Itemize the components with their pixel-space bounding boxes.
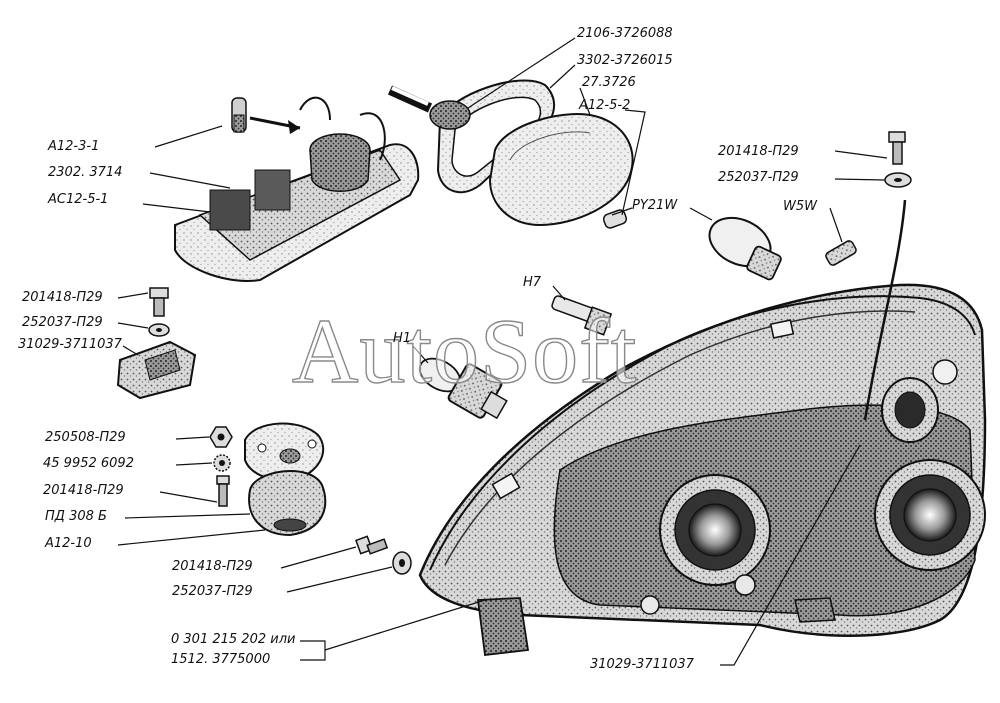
- label-bulb-w5w: W5W: [783, 199, 817, 214]
- bulb-a12-5-2: [602, 209, 628, 229]
- wire-line: [863, 199, 907, 421]
- autosoft-watermark: AutoSoft: [291, 299, 638, 402]
- label-frame-3302: 3302-3726015: [577, 53, 673, 68]
- label-bracket-bottom: 31029-3711037: [590, 657, 694, 672]
- label-ring-2106: 2106-3726088: [577, 26, 673, 41]
- label-washer-lock: 45 9952 6092: [43, 456, 134, 471]
- label-lamp-pd: ПД 308 Б: [45, 509, 107, 524]
- label-bracket-left: 31029-3711037: [18, 337, 122, 352]
- headlamp-housing: [418, 283, 987, 656]
- bulb-h1: [418, 357, 508, 420]
- label-bolt-mid: 201418-П29: [43, 483, 124, 498]
- label-bulb-a12-5-2: A12-5-2: [579, 98, 631, 113]
- side-repeater-assembly: [387, 79, 634, 227]
- label-lamp-27: 27.3726: [582, 75, 636, 90]
- bulb-py21w: [708, 216, 782, 281]
- label-bulb-h1: H1: [393, 331, 412, 346]
- label-bolt-bottom: 201418-П29: [172, 559, 253, 574]
- label-corrector-line1: 0 301 215 202 или: [171, 632, 296, 647]
- bulb-a12-3-1: [231, 97, 247, 133]
- label-board-2302: 2302. 3714: [48, 165, 123, 180]
- label-corrector-line2: 1512. 3775000: [171, 652, 271, 667]
- control-board: [174, 96, 420, 282]
- bolt-washer-top: [884, 131, 912, 188]
- label-washer-bottom: 252037-П29: [172, 584, 253, 599]
- label-bulb-a12-10: A12-10: [45, 536, 92, 551]
- label-nut: 250508-П29: [45, 430, 126, 445]
- lamp-pd308b-assembly: [209, 422, 327, 537]
- bolt-washer-bottom: [355, 535, 412, 575]
- label-washer-left: 252037-П29: [22, 315, 103, 330]
- label-bulb-ac12: AC12-5-1: [48, 192, 109, 207]
- bulb-w5w: [825, 240, 857, 266]
- label-bulb-h7: H7: [523, 275, 542, 290]
- bulb-h7: [551, 295, 613, 336]
- label-bulb-py21w: PY21W: [632, 198, 678, 213]
- leader-lines: [117, 37, 888, 666]
- label-washer-top: 252037-П29: [718, 170, 799, 185]
- label-bulb-a12-3-1: A12-3-1: [48, 139, 100, 154]
- label-bolt-top: 201418-П29: [718, 144, 799, 159]
- label-bolt-left: 201418-П29: [22, 290, 103, 305]
- bracket-left-assembly: [116, 287, 197, 400]
